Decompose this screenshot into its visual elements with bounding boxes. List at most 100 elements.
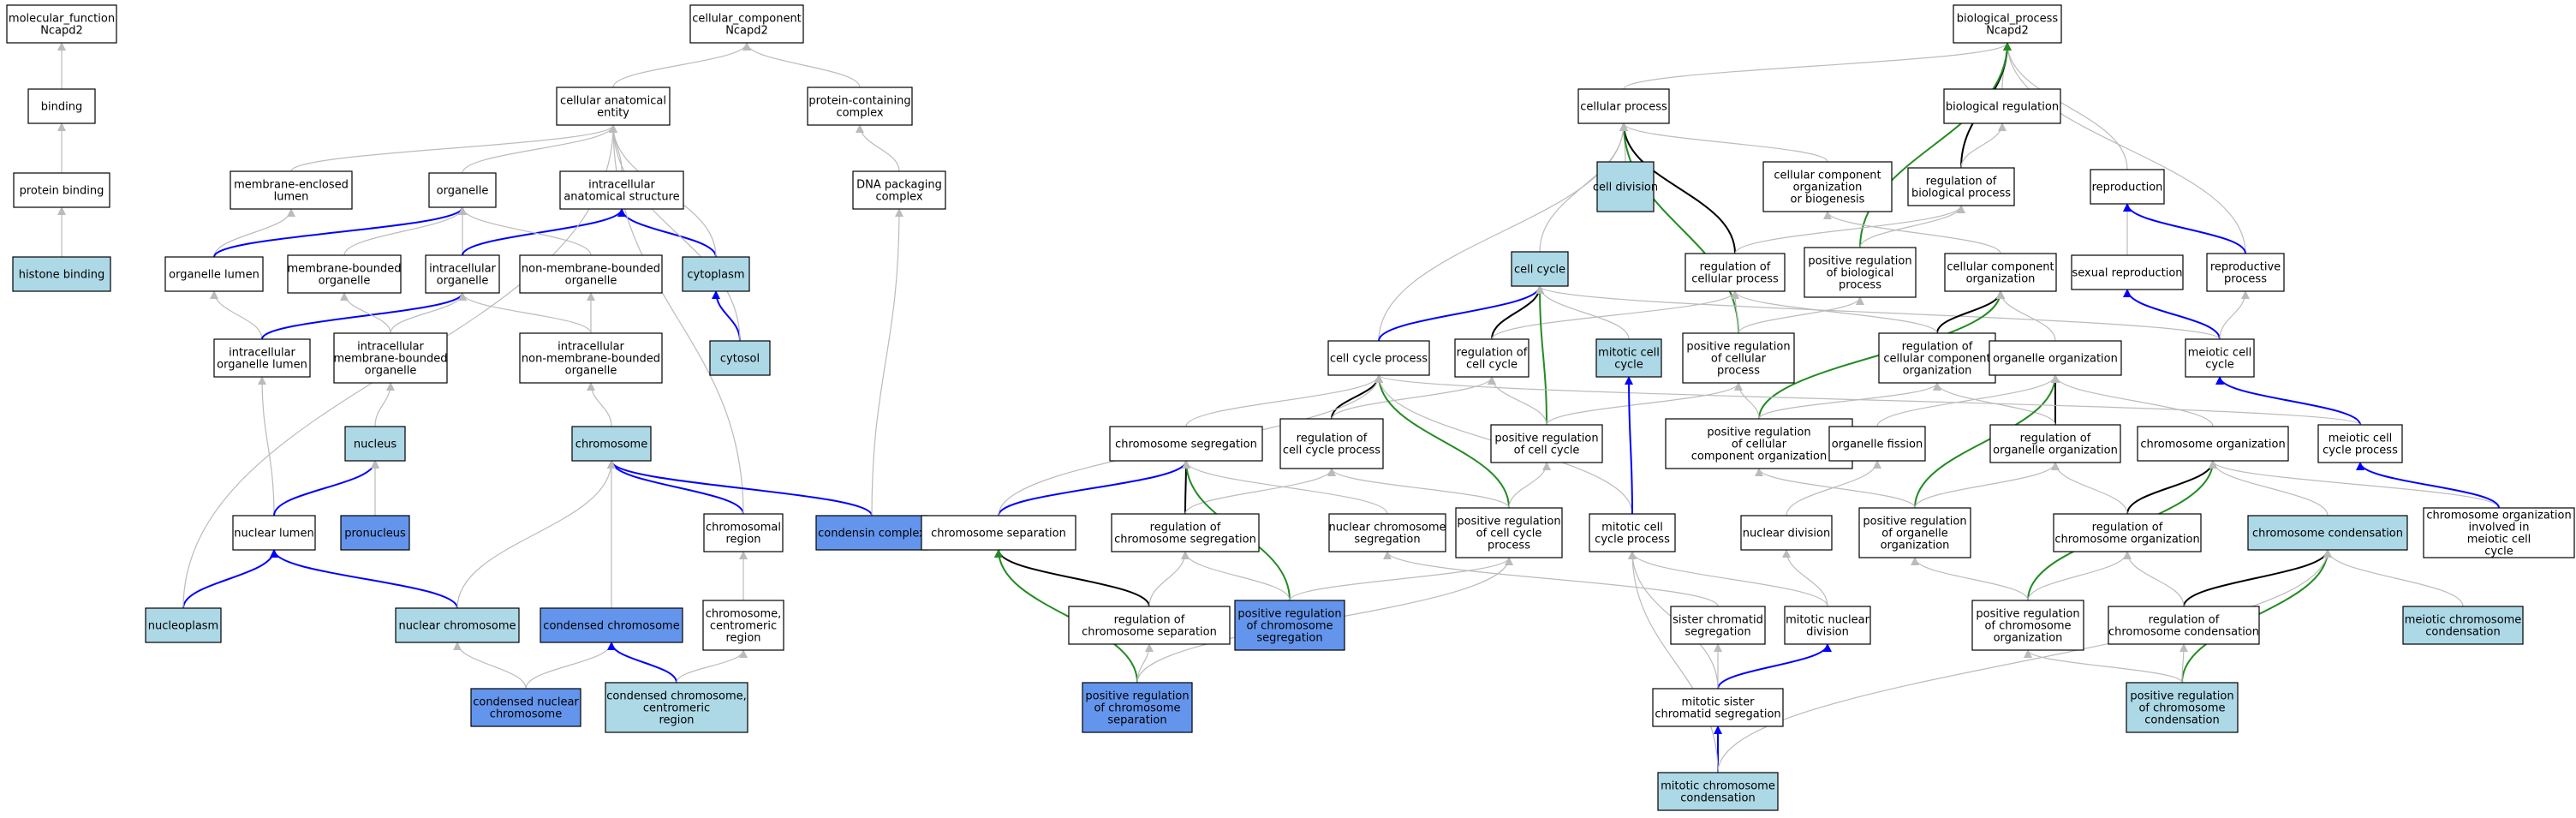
node-nuc-div[interactable]: nuclear division xyxy=(1740,515,1833,551)
node-org-org[interactable]: organelle organization xyxy=(1989,340,2122,376)
node-nucleoplasm[interactable]: nucleoplasm xyxy=(145,607,222,643)
node-sex-repro[interactable]: sexual reproduction xyxy=(2071,254,2184,290)
node-cytosol[interactable]: cytosol xyxy=(709,340,771,376)
node-box xyxy=(428,172,497,208)
node-chromosome[interactable]: chromosome xyxy=(571,426,652,462)
node-protein-binding[interactable]: protein binding xyxy=(13,172,110,208)
node-box xyxy=(1454,338,1530,378)
node-box xyxy=(1878,332,1996,384)
edge-is-a-cond_chrom_centro-to-centromeric xyxy=(676,649,748,684)
node-label-line: cycle process xyxy=(1595,534,1670,546)
node-bio-reg[interactable]: biological regulation xyxy=(1943,88,2061,124)
node-nuclear-lumen[interactable]: nuclear lumen xyxy=(232,515,316,551)
edge-is-a-chrom_seg-to-ccp xyxy=(1185,374,1383,427)
node-nucleus[interactable]: nucleus xyxy=(344,426,406,462)
node-label-line: nuclear chromosome xyxy=(398,620,516,633)
node-organelle[interactable]: organelle xyxy=(428,172,497,208)
node-label-line: regulation of xyxy=(2149,614,2220,627)
node-chrom-cond[interactable]: chromosome condensation xyxy=(2247,515,2408,551)
edge-pos-regulates-pos_reg_cc-to-cell_cycle xyxy=(1535,285,1547,426)
node-chrom-seg[interactable]: chromosome segregation xyxy=(1109,426,1263,462)
node-label-line: of chromosome xyxy=(1246,620,1333,633)
node-label-line: of cellular xyxy=(1711,353,1767,366)
edge-is-a-pos_reg_org_org-to-pos_reg_cco xyxy=(1755,468,1916,509)
node-chrom-sep[interactable]: chromosome separation xyxy=(921,515,1076,551)
edge-is-a-mitotic_chrom_cond-to-chrom_cond xyxy=(1717,549,2332,773)
node-reproduction[interactable]: reproduction xyxy=(2090,169,2165,205)
edge-is-a-reg_chrom_cond-to-reg_chrom_org xyxy=(2123,551,2185,607)
node-cell-cycle[interactable]: cell cycle xyxy=(1511,251,1569,287)
node-org-fission[interactable]: organelle fission xyxy=(1828,426,1926,462)
node-box xyxy=(703,513,784,552)
node-binding[interactable]: binding xyxy=(27,88,96,124)
node-cytoplasm[interactable]: cytoplasm xyxy=(682,256,750,292)
node-chrom-org[interactable]: chromosome organization xyxy=(2137,426,2289,462)
node-ccp[interactable]: cell cycle process xyxy=(1327,340,1430,376)
node-inmbo[interactable]: intracellularnon-membrane-boundedorganel… xyxy=(519,332,663,384)
node-cell-process[interactable]: cellular process xyxy=(1577,88,1670,124)
node-cell-div[interactable]: cell division xyxy=(1593,161,1658,212)
node-nuc-chrom[interactable]: nuclear chromosome xyxy=(395,607,520,643)
node-condensin[interactable]: condensin complex xyxy=(815,515,928,551)
node-cond-chrom[interactable]: condensed chromosome xyxy=(540,607,683,643)
node-pronucleus[interactable]: pronucleus xyxy=(340,515,410,551)
node-box xyxy=(1589,513,1676,552)
node-label-line: non-membrane-bounded xyxy=(522,263,660,276)
node-org-lumen[interactable]: organelle lumen xyxy=(164,256,264,292)
edge-is-a-reg_chrom_sep-to-reg_chrom_seg xyxy=(1148,551,1190,607)
node-label-line: of chromosome xyxy=(2138,702,2225,715)
node-histone-binding[interactable]: histone binding xyxy=(12,256,111,292)
